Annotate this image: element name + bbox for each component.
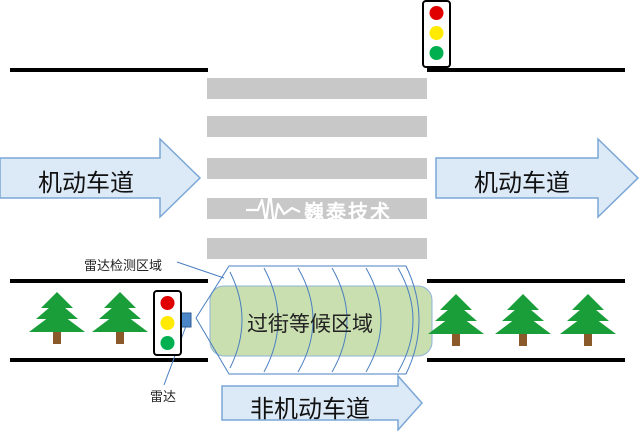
left-lane-label: 机动车道 xyxy=(38,169,134,197)
watermark-brand: 巍泰技术 xyxy=(304,200,392,224)
pine-tree-icon xyxy=(29,292,85,344)
pine-tree-icon xyxy=(92,292,148,344)
detection-area-label: 雷达检测区域 xyxy=(84,259,163,274)
radar-sensor-icon xyxy=(180,312,192,328)
radar-waves xyxy=(229,267,414,373)
pine-tree-icon xyxy=(495,294,551,346)
waiting-zone xyxy=(209,285,433,357)
traffic-light-yellow xyxy=(160,316,175,330)
traffic-light-red xyxy=(160,296,175,310)
traffic-light-green xyxy=(160,336,175,350)
traffic-light-green xyxy=(429,46,444,60)
radar-wave xyxy=(297,267,314,373)
detection-label-leader xyxy=(176,261,225,279)
watermark-subtitle: WAYTRONIC TECHNOLOGIES CO., LTD xyxy=(306,220,412,225)
crosswalk-stripe xyxy=(207,158,427,179)
traffic-light-icon xyxy=(422,0,451,68)
pine-tree-icon xyxy=(428,294,484,346)
watermark-logo-icon xyxy=(246,190,301,228)
waiting-zone-label: 过街等候区域 xyxy=(247,312,373,336)
radar-wave xyxy=(397,267,414,373)
crosswalk-stripe xyxy=(207,238,427,259)
right-lane-label: 机动车道 xyxy=(474,169,570,197)
radar-label: 雷达 xyxy=(150,390,177,405)
pine-tree-icon xyxy=(560,294,616,346)
left-lane-arrow xyxy=(0,137,202,219)
crosswalk-stripe xyxy=(207,78,427,99)
detection-cone-outline xyxy=(195,265,420,375)
traffic-light-red xyxy=(429,6,444,20)
crosswalk-stripe xyxy=(207,116,427,137)
radar-wave xyxy=(263,267,279,373)
bottom-lane-arrow xyxy=(221,374,424,431)
traffic-light-icon xyxy=(153,290,182,356)
right-lane-arrow xyxy=(435,137,640,219)
traffic-light-yellow xyxy=(429,26,444,40)
radar-wave xyxy=(331,267,348,373)
bottom-lane-label: 非机动车道 xyxy=(250,395,370,423)
detection-cone xyxy=(195,265,420,375)
radar-wave xyxy=(365,267,382,373)
crosswalk xyxy=(207,78,427,259)
radar-wave xyxy=(229,271,243,369)
